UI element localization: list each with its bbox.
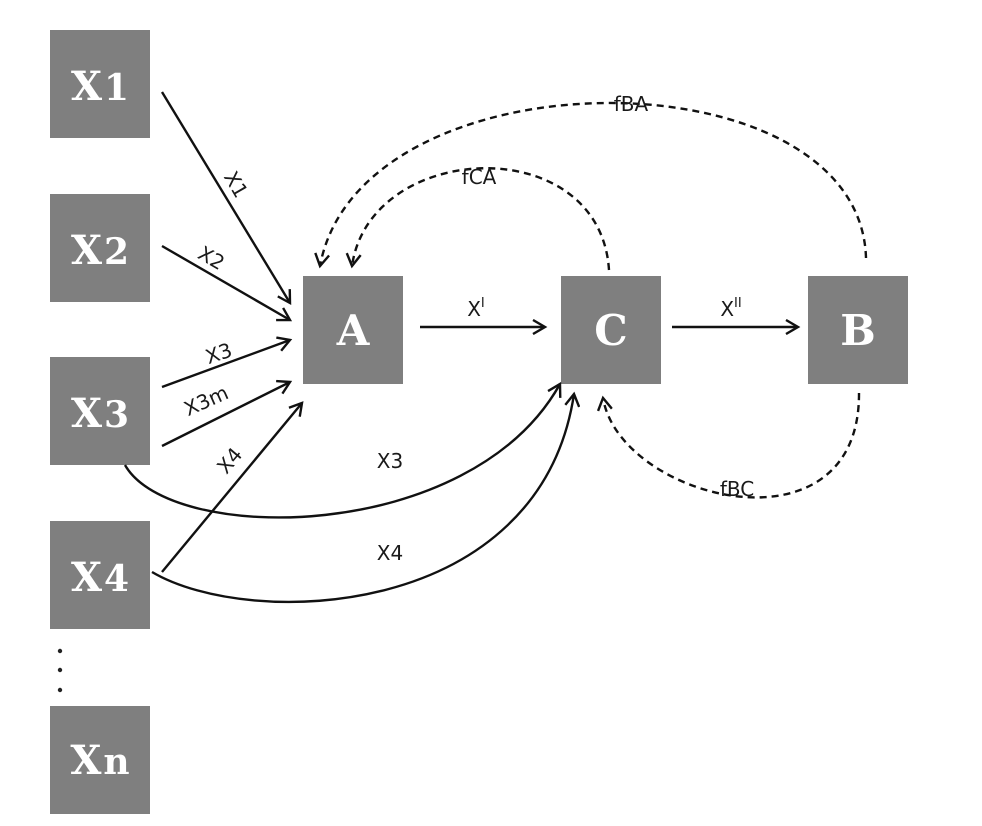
node-x2: X2 (50, 194, 150, 302)
svg-text:X1: X1 (71, 63, 129, 110)
edge-x3-to-a (161, 340, 290, 389)
label-fba: fBA (614, 92, 649, 116)
svg-text:Xn: Xn (70, 737, 129, 784)
edge-x1-to-a (160, 91, 290, 303)
edge-feedback-b-to-c (603, 392, 861, 499)
node-c-label: C (594, 306, 627, 355)
edge-feedback-b-to-a (320, 101, 868, 266)
label-fca: fCA (462, 165, 497, 189)
node-x2-main: X (71, 227, 102, 274)
node-x3: X3 (50, 357, 150, 465)
label-c-to-b-sup: II (734, 296, 742, 311)
node-xn: Xn (50, 706, 150, 814)
label-x4-to-a: X4 (212, 443, 247, 479)
label-a-to-c-sup: I (481, 296, 485, 311)
node-x4-sub: 4 (104, 558, 129, 600)
node-x4-main: X (71, 554, 102, 601)
edge-x2-to-a (161, 244, 290, 320)
label-c-to-b: XII (720, 296, 741, 321)
svg-text:X2: X2 (71, 227, 129, 274)
node-b: B (808, 276, 908, 384)
node-a: A (303, 276, 403, 384)
node-b-label: B (840, 306, 876, 355)
node-x1-sub: 1 (104, 67, 129, 109)
label-x3-to-a: X3 (202, 338, 235, 369)
edge-x4-to-c (151, 394, 574, 604)
node-x4: X4 (50, 521, 150, 629)
node-a-label: A (336, 306, 371, 355)
svg-text:X3: X3 (71, 390, 129, 437)
node-xn-sub: n (103, 741, 129, 783)
label-x2-to-a: X2 (194, 241, 229, 275)
svg-text:X4: X4 (71, 554, 129, 601)
edge-feedback-c-to-a (352, 167, 611, 271)
edge-x3m-to-a (161, 382, 290, 448)
label-a-to-c-main: X (467, 297, 481, 321)
node-xn-main: X (70, 737, 101, 784)
node-x2-sub: 2 (104, 231, 129, 273)
label-fbc: fBC (720, 477, 754, 501)
node-x1: X1 (50, 30, 150, 138)
node-x3-sub: 3 (104, 394, 129, 436)
label-c-to-b-main: X (720, 297, 734, 321)
edge-x3-to-c (123, 384, 560, 519)
label-x4-to-c: X4 (377, 541, 403, 565)
label-x3-to-c: X3 (377, 449, 403, 473)
label-a-to-c: XI (467, 296, 485, 321)
edge-x4-to-a (161, 403, 302, 573)
ellipsis-dots (57, 648, 63, 693)
node-c: C (561, 276, 661, 384)
node-x1-main: X (71, 63, 102, 110)
node-x3-main: X (71, 390, 102, 437)
